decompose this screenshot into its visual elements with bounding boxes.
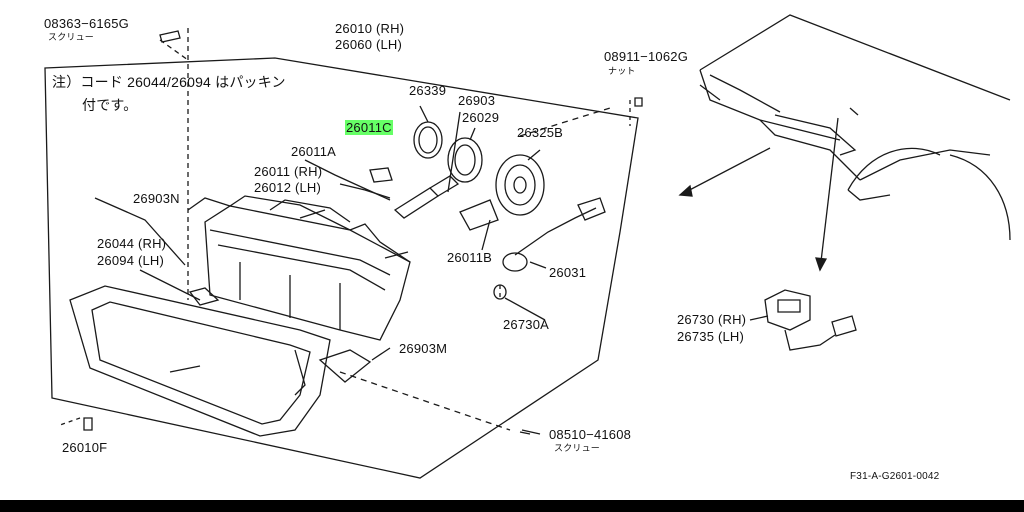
label-26011b: 26011B xyxy=(447,250,493,265)
label-26060-lh: 26060 (LH) xyxy=(335,37,403,52)
label-26011-rh: 26011 (RH) xyxy=(254,164,323,179)
cap-26029 xyxy=(447,137,483,183)
label-26735-lh: 26735 (LH) xyxy=(677,329,745,344)
side-marker-lamp xyxy=(749,289,857,351)
label-26730-rh: 26730 (RH) xyxy=(677,312,747,327)
highlighted-part-26011c: 26011C xyxy=(345,120,393,135)
label-26325b: 26325B xyxy=(517,125,564,140)
label-screw-bottom: 08510−41608 xyxy=(549,427,632,442)
bulb-26011 xyxy=(393,175,460,219)
assembly-boundary xyxy=(44,57,639,479)
label-nut-sub: ナット xyxy=(608,66,636,76)
label-26011c: 26011C xyxy=(345,120,393,135)
label-26010f: 26010F xyxy=(62,440,108,455)
note-line-2: 付です。 xyxy=(82,97,138,113)
label-26044-rh: 26044 (RH) xyxy=(97,236,167,251)
label-26029: 26029 xyxy=(462,110,500,125)
label-screw-top-sub: スクリュー xyxy=(48,32,95,42)
label-26730a: 26730A xyxy=(503,317,550,332)
bottom-border-bar xyxy=(0,500,1024,512)
reference-code: F31-A-G2601-0042 xyxy=(850,471,940,482)
label-26903m: 26903M xyxy=(399,341,448,356)
label-26903n: 26903N xyxy=(133,191,180,206)
label-26010-rh: 26010 (RH) xyxy=(335,21,405,36)
headlamp-housing xyxy=(187,195,411,341)
car-sketch xyxy=(679,14,1011,271)
cover-26325b xyxy=(495,154,545,216)
label-26031: 26031 xyxy=(549,265,587,280)
label-26903: 26903 xyxy=(458,93,496,108)
bracket-26903m xyxy=(318,349,372,383)
label-26339: 26339 xyxy=(409,83,447,98)
label-nut: 08911−1062G xyxy=(604,49,689,64)
label-26094-lh: 26094 (LH) xyxy=(97,253,165,268)
bracket-26903n xyxy=(188,287,220,306)
label-26011a: 26011A xyxy=(291,144,337,159)
note-line-1: 注）コード 26044/26094 はパッキン xyxy=(52,74,286,90)
bezel-frame xyxy=(69,285,331,437)
label-26012-lh: 26012 (LH) xyxy=(254,180,322,195)
label-screw-bottom-sub: スクリュー xyxy=(554,443,601,453)
label-screw-top: 08363−6165G xyxy=(44,16,129,31)
